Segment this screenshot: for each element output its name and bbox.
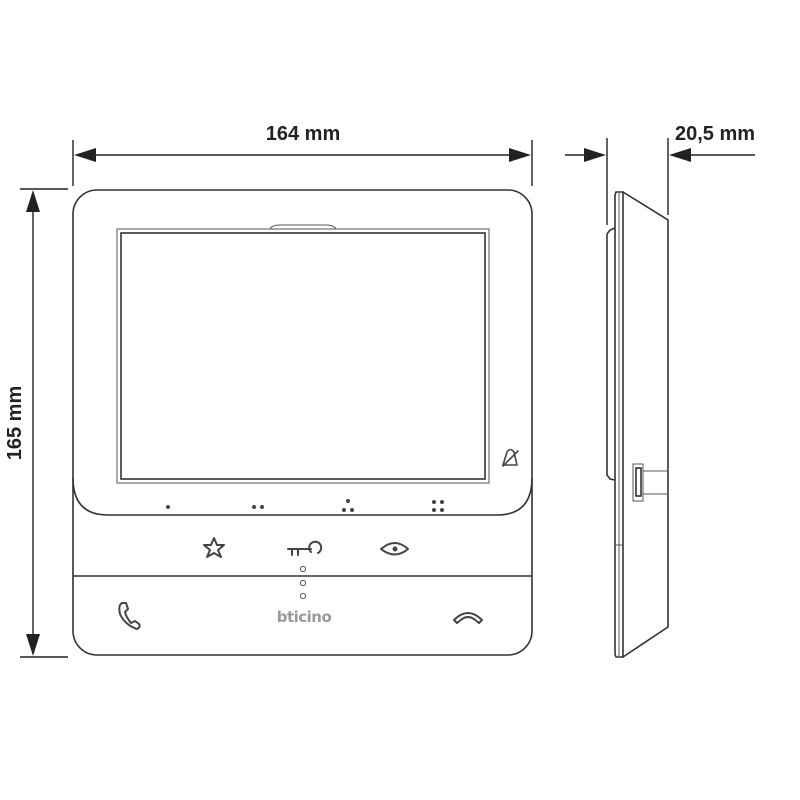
star-button[interactable] [203,537,225,558]
camera-view-button[interactable] [380,542,409,556]
brand-logo: bticino [277,608,332,626]
star-icon [203,537,225,558]
indicator-dots [166,499,444,512]
bezel-edge [72,477,533,516]
eye-icon [380,542,409,556]
led-indicators [299,565,307,600]
end-call-button[interactable] [453,612,483,624]
screen-frame [116,228,490,484]
width-dimension: 164 mm [72,123,533,186]
answer-call-button[interactable] [118,602,141,630]
side-body [622,191,669,658]
device-outline [72,189,533,656]
height-dimension: 165 mm [4,188,68,658]
key-icon [287,540,323,556]
width-label: 164 mm [266,123,341,145]
camera-tab [269,224,337,230]
height-label: 165 mm [4,386,26,461]
front-view: bticino [72,189,533,656]
bell-mute-icon [502,448,519,467]
depth-dimension: 20,5 mm [565,123,755,225]
dot-1 [166,505,170,509]
depth-label: 20,5 mm [675,123,755,145]
door-lock-button[interactable] [287,540,323,556]
wall-bracket [606,227,616,481]
phone-hangup-icon [453,612,483,624]
phone-answer-icon [118,602,141,630]
side-view [606,191,669,658]
screen [120,232,486,480]
side-connector [632,463,668,502]
